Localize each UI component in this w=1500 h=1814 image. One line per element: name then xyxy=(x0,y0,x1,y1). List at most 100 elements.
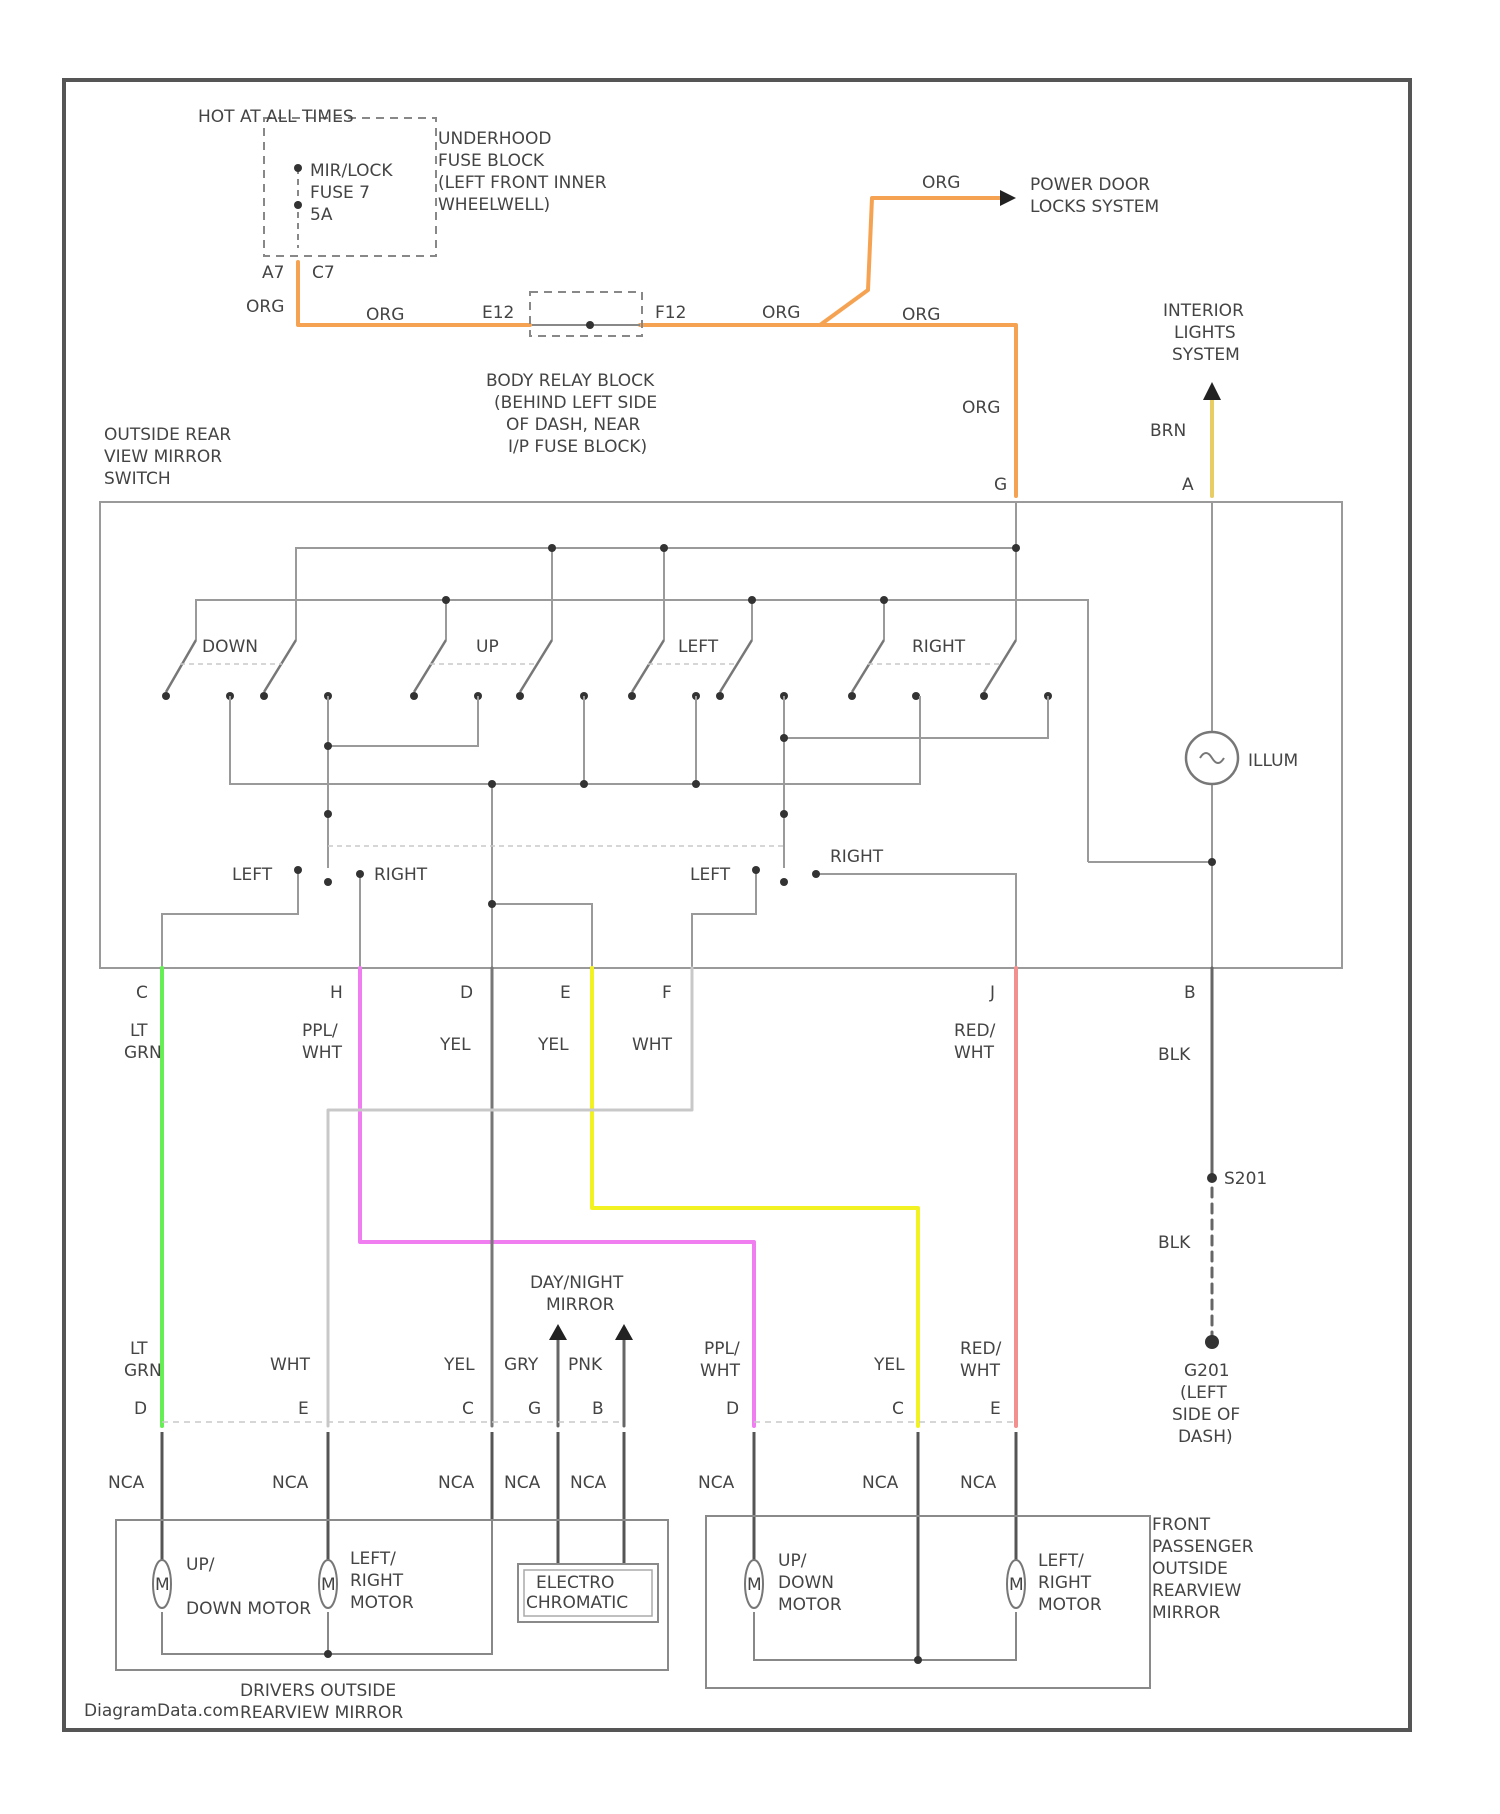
nca-label-3: NCA xyxy=(438,1473,475,1493)
passenger-mirror-title-3: OUTSIDE xyxy=(1152,1559,1228,1579)
conn-pin-d-2: D xyxy=(726,1399,739,1419)
switch-title-3: SWITCH xyxy=(104,469,171,489)
driver-motor2-label-3: MOTOR xyxy=(350,1593,414,1613)
passenger-motor1-label-2: DOWN xyxy=(778,1573,834,1593)
pin-e: E xyxy=(560,983,571,1003)
relay-pin-in: E12 xyxy=(482,303,514,323)
fuse-block-label-2: FUSE BLOCK xyxy=(438,151,545,171)
drivers-outside-rearview-mirror: M M UP/ DOWN MOTOR LEFT/ RIGHT MOTOR ELE… xyxy=(116,1520,668,1723)
conn-wire-ppl-2: WHT xyxy=(700,1361,741,1381)
brn-label: BRN xyxy=(1150,421,1186,441)
conn-pin-c-2: C xyxy=(892,1399,904,1419)
relay-block-outline xyxy=(530,292,642,336)
selector-right-label-2: RIGHT xyxy=(830,847,884,867)
lt-grn-label-1: LT xyxy=(130,1021,148,1041)
hot-at-all-times-label: HOT AT ALL TIMES xyxy=(198,107,354,127)
relay-label-4: I/P FUSE BLOCK) xyxy=(508,437,647,457)
passenger-mirror-title-5: MIRROR xyxy=(1152,1603,1221,1623)
driver-ground-node xyxy=(324,1650,332,1658)
passenger-motor1-label-3: MOTOR xyxy=(778,1595,842,1615)
pin-b: B xyxy=(1184,983,1196,1003)
driver-mirror-title-2: REARVIEW MIRROR xyxy=(240,1703,403,1723)
fuse-pin-a7: A7 xyxy=(262,263,284,283)
harness-wire-labels: LT GRN PPL/ WHT YEL YEL WHT RED/ WHT BLK… xyxy=(124,1021,1267,1447)
conn-wire-wht: WHT xyxy=(270,1355,311,1375)
org-label-3: ORG xyxy=(762,303,800,323)
orange-feed-wires: ORG ORG ORG ORG ORG ORG POWER DOOR LOCKS… xyxy=(246,173,1159,496)
illum-label: ILLUM xyxy=(1248,751,1298,771)
fuse-block-label-1: UNDERHOOD xyxy=(438,129,551,149)
red-wht-label-2: WHT xyxy=(954,1043,995,1063)
selector-contacts xyxy=(162,870,1016,968)
daynight-label-1: DAY/NIGHT xyxy=(530,1273,624,1293)
fuse-terminal-bottom xyxy=(294,201,302,209)
daynight-label-2: MIRROR xyxy=(546,1295,615,1315)
ground-label-1: G201 xyxy=(1184,1361,1230,1381)
mirror-connector-row: LT GRN WHT YEL GRY PNK PPL/ WHT YEL RED/… xyxy=(108,1339,1016,1493)
interior-lights-feed: BRN INTERIOR LIGHTS SYSTEM xyxy=(1150,301,1244,496)
red-wht-label-1: RED/ xyxy=(954,1021,996,1041)
passenger-ground-node xyxy=(914,1656,922,1664)
passenger-motor2-m: M xyxy=(1009,1575,1024,1595)
switch-up-label: UP xyxy=(476,637,499,657)
conn-wire-lt-2: GRN xyxy=(124,1361,162,1381)
nca-label-5: NCA xyxy=(570,1473,607,1493)
conn-pin-d-1: D xyxy=(134,1399,147,1419)
conn-wire-lt-1: LT xyxy=(130,1339,148,1359)
switch-right-label: RIGHT xyxy=(912,637,966,657)
switch-left-label: LEFT xyxy=(678,637,719,657)
passenger-motor2-label-2: RIGHT xyxy=(1038,1573,1092,1593)
conn-pin-e-2: E xyxy=(990,1399,1001,1419)
passenger-mirror-internal xyxy=(754,1612,1016,1660)
pin-f: F xyxy=(662,983,672,1003)
mirror-pigtails xyxy=(162,1432,1016,1660)
underhood-fuse-block: HOT AT ALL TIMES MIR/LOCK FUSE 7 5A UNDE… xyxy=(198,107,607,283)
yel-label-2: YEL xyxy=(537,1035,569,1055)
ground-label-2: (LEFT xyxy=(1180,1383,1227,1403)
ground-label-4: DASH) xyxy=(1178,1427,1233,1447)
splice-label: S201 xyxy=(1224,1169,1267,1189)
conn-pin-e-1: E xyxy=(298,1399,309,1419)
driver-motor1-label-2: DOWN MOTOR xyxy=(186,1599,311,1619)
electrochromatic-label-1: ELECTRO xyxy=(536,1573,614,1593)
conn-wire-red-2: WHT xyxy=(960,1361,1001,1381)
driver-motor2-label-2: RIGHT xyxy=(350,1571,404,1591)
electrochromatic-label-2: CHROMATIC xyxy=(526,1593,628,1613)
relay-label-2: (BEHIND LEFT SIDE xyxy=(494,393,657,413)
conn-wire-yel-1: YEL xyxy=(443,1355,475,1375)
passenger-motor2-label-3: MOTOR xyxy=(1038,1595,1102,1615)
driver-motor2-label-1: LEFT/ xyxy=(350,1549,396,1569)
conn-wire-ppl-1: PPL/ xyxy=(704,1339,740,1359)
ground-g201 xyxy=(1205,1335,1219,1349)
blk-label-1: BLK xyxy=(1158,1045,1191,1065)
nca-label-8: NCA xyxy=(960,1473,997,1493)
selector-nodes xyxy=(294,866,820,886)
org-label-2: ORG xyxy=(366,305,404,325)
fuse-block-label-3: (LEFT FRONT INNER xyxy=(438,173,607,193)
fuse-name-label: MIR/LOCK xyxy=(310,161,393,181)
conn-wire-gry: GRY xyxy=(504,1355,539,1375)
passenger-motor1-label-1: UP/ xyxy=(778,1551,807,1571)
ppl-wht-label-1: PPL/ xyxy=(302,1021,338,1041)
selector-left-label-1: LEFT xyxy=(232,865,273,885)
ppl-wht-label-2: WHT xyxy=(302,1043,343,1063)
nca-label-6: NCA xyxy=(698,1473,735,1493)
org-label-4: ORG xyxy=(902,305,940,325)
fuse-pin-c7: C7 xyxy=(312,263,335,283)
passenger-motor1-m: M xyxy=(747,1575,762,1595)
power-locks-arrow xyxy=(1000,190,1016,206)
pin-c: C xyxy=(136,983,148,1003)
passenger-motor2-label-1: LEFT/ xyxy=(1038,1551,1084,1571)
driver-motor1-label-1: UP/ xyxy=(186,1555,215,1575)
conn-wire-red-1: RED/ xyxy=(960,1339,1002,1359)
yel-label-1: YEL xyxy=(439,1035,471,1055)
passenger-mirror-title-1: FRONT xyxy=(1152,1515,1211,1535)
switch-contacts xyxy=(162,692,1052,700)
nca-label-4: NCA xyxy=(504,1473,541,1493)
lamp-node xyxy=(1208,858,1216,866)
relay-label-1: BODY RELAY BLOCK xyxy=(486,371,655,391)
ground-label-3: SIDE OF xyxy=(1172,1405,1240,1425)
interior-lights-label-3: SYSTEM xyxy=(1172,345,1240,365)
switch-feed-bus xyxy=(196,502,1088,862)
power-locks-label-1: POWER DOOR xyxy=(1030,175,1150,195)
